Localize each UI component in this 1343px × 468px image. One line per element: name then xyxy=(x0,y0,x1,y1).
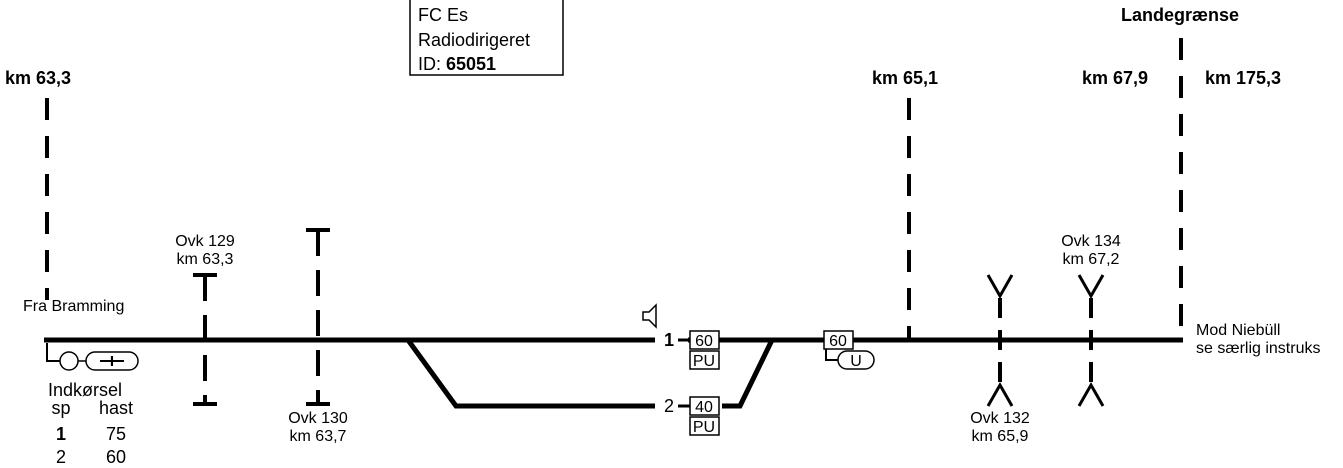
crossing-km: km 67,2 xyxy=(1063,251,1120,268)
entry-table-track: 2 xyxy=(56,447,66,467)
station-info-box: FC Es Radiodirigeret ID: 65051 xyxy=(409,0,564,76)
level-crossing-ovk132: Ovk 132 km 65,9 xyxy=(970,274,1030,445)
crossing-name: Ovk 132 xyxy=(970,410,1030,427)
siding-track xyxy=(405,338,655,409)
station-mode: Radiodirigeret xyxy=(418,30,530,50)
crossing-km: km 65,9 xyxy=(972,428,1029,445)
entry-table-speed: 60 xyxy=(106,447,126,467)
crossing-km: km 63,3 xyxy=(177,251,234,268)
speed-sign-track1: 60 PU xyxy=(678,330,720,370)
speed-sign-main: 60 U xyxy=(823,330,875,370)
origin-label: Fra Bramming xyxy=(23,298,124,315)
entry-signal-icon: I xyxy=(46,343,139,371)
speed-value: 40 xyxy=(695,399,713,416)
level-crossing-ovk134: Ovk 134 km 67,2 xyxy=(1061,233,1121,407)
speed-sign-track2: 40 PU xyxy=(678,396,720,436)
speed-sub: U xyxy=(850,353,862,370)
entry-signal-label: I xyxy=(110,353,114,370)
border-label: Landegrænse xyxy=(1121,5,1239,25)
crossing-name: Ovk 130 xyxy=(288,410,348,427)
destination-label: Mod Niebüll xyxy=(1196,322,1280,339)
crossing-km: km 63,7 xyxy=(290,428,347,445)
entry-table-track: 1 xyxy=(56,424,66,444)
horn-icon xyxy=(642,303,657,329)
track-number-1: 1 xyxy=(664,330,674,350)
km-marker-label: km 63,3 xyxy=(5,68,71,88)
crossing-name: Ovk 129 xyxy=(175,233,235,250)
km-marker-label: km 175,3 xyxy=(1205,68,1281,88)
entry-table-col-speed: hast xyxy=(99,398,133,418)
siding-track xyxy=(722,338,775,409)
crossing-name: Ovk 134 xyxy=(1061,233,1121,250)
station-code: FC Es xyxy=(418,5,468,25)
track-number-2: 2 xyxy=(664,396,674,416)
destination-note: se særlig instruks xyxy=(1196,340,1320,357)
station-id-value: 65051 xyxy=(446,54,496,74)
station-id-label: ID: xyxy=(418,54,446,74)
entry-speed-table: Indkørsel sp hast 1 75 2 60 xyxy=(48,380,133,467)
speed-value: 60 xyxy=(829,333,847,350)
entry-table-title: Indkørsel xyxy=(48,380,122,400)
entry-table-speed: 75 xyxy=(106,424,126,444)
speed-sub: PU xyxy=(693,419,715,436)
speed-sub: PU xyxy=(693,353,715,370)
speed-value: 60 xyxy=(695,333,713,350)
km-marker-label: km 65,1 xyxy=(872,68,938,88)
entry-table-col-track: sp xyxy=(51,398,70,418)
station-id: ID: 65051 xyxy=(418,54,496,74)
level-crossing-ovk130: Ovk 130 km 63,7 xyxy=(288,228,348,445)
km-marker-label: km 67,9 xyxy=(1082,68,1148,88)
level-crossing-ovk129: Ovk 129 km 63,3 xyxy=(175,233,235,406)
